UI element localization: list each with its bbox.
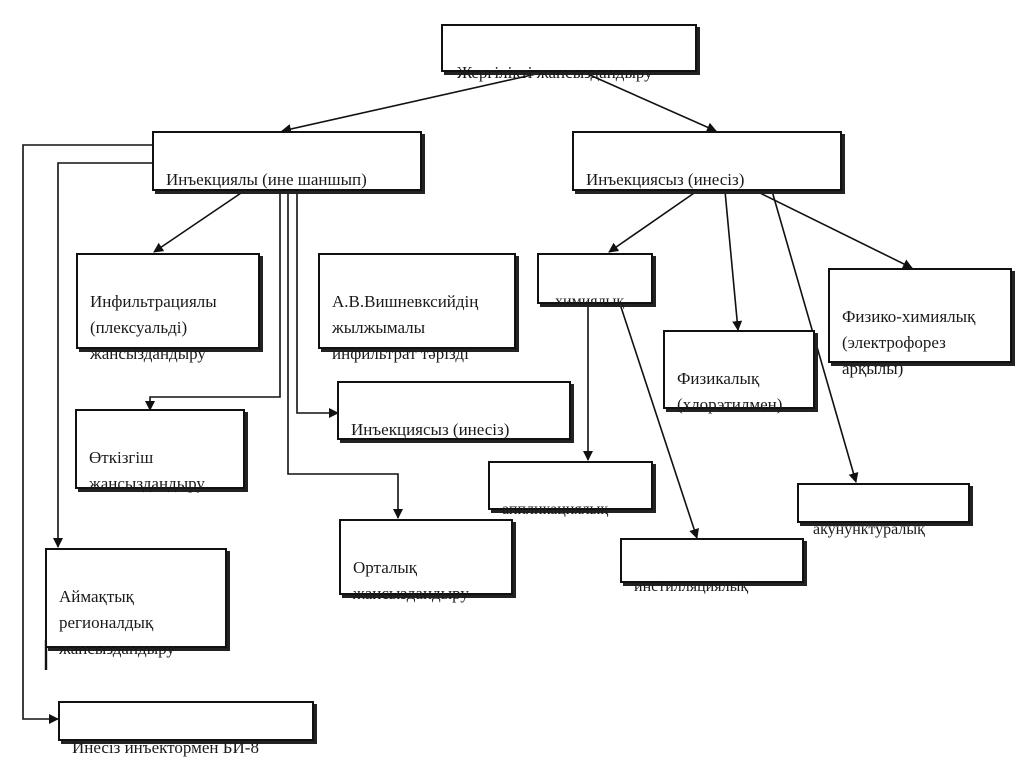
node-injection: Инъекциялы (ине шаншып)	[152, 131, 422, 191]
node-application-label: аппликациялық	[502, 501, 609, 518]
arrow-injection-to-needleless	[296, 191, 339, 418]
node-central: Орталық жансыздандыру	[339, 519, 513, 603]
arrow-non-injection-to-chemical	[608, 190, 698, 253]
node-root: Жергілікті жансыздандыру	[441, 24, 697, 82]
node-application: аппликациялық	[488, 461, 653, 518]
node-bi8-label: Инесіз инъектормен БИ-8	[72, 738, 259, 757]
node-vishnevsky-label: А.В.Вишневксийдің жылжымалы инфильтрат т…	[332, 292, 479, 363]
node-needleless: Инъекциясыз (инесіз)	[337, 381, 571, 440]
node-physchem-label: Физико-химиялық (электрофорез арқылы)	[842, 307, 976, 378]
arrow-injection-to-conductive	[145, 191, 281, 411]
node-regional-label: Аймақтық регионалдық жансыздандыру	[59, 587, 175, 658]
arrow-injection-to-infiltration	[153, 190, 245, 253]
node-non-injection: Инъекциясыз (инесіз)	[572, 131, 842, 191]
node-non-injection-label: Инъекциясыз (инесіз)	[586, 170, 745, 189]
node-central-label: Орталық жансыздандыру	[353, 558, 469, 603]
node-injection-label: Инъекциялы (ине шаншып)	[166, 170, 367, 189]
node-acupuncture-label: акунунктуралық	[813, 521, 925, 538]
node-conductive: Өткізгіш жансыздандыру	[75, 409, 245, 493]
node-conductive-label: Өткізгіш жансыздандыру	[89, 448, 205, 493]
node-instillation-label: инстилляциялық	[634, 578, 749, 595]
node-instillation: инстилляциялық	[620, 538, 804, 595]
arrow-injection-to-central	[287, 191, 403, 519]
node-chemical: химиялық	[537, 253, 653, 310]
node-root-label: Жергілікті жансыздандыру	[457, 63, 653, 82]
node-acupuncture: акунунктуралық	[797, 483, 970, 538]
arrow-root-to-non-injection	[582, 71, 717, 132]
node-vishnevsky: А.В.Вишневксийдің жылжымалы инфильтрат т…	[318, 253, 516, 363]
arrow-chemical-to-instillation	[619, 303, 699, 539]
node-regional: Аймақтық регионалдық жансыздандыру	[45, 548, 227, 658]
node-infiltration-label: Инфильтрациялы (плексуальді) жансызданды…	[90, 292, 217, 363]
arrow-non-injection-to-physchem	[755, 190, 913, 269]
node-bi8: Инесіз инъектормен БИ-8	[58, 701, 314, 757]
node-physical-label: Физикалық (хлорэтилмен)	[677, 369, 783, 414]
arrow-injection-to-bi8	[22, 144, 152, 724]
node-chemical-label: химиялық	[555, 293, 625, 310]
node-infiltration: Инфильтрациялы (плексуальді) жансызданды…	[76, 253, 260, 363]
arrow-non-injection-to-physical	[724, 190, 743, 331]
arrow-root-to-injection	[281, 71, 546, 134]
node-physical: Физикалық (хлорэтилмен)	[663, 330, 815, 414]
arrow-injection-to-regional	[53, 162, 152, 548]
node-physchem: Физико-химиялық (электрофорез арқылы)	[828, 268, 1012, 378]
node-needleless-label: Инъекциясыз (инесіз)	[351, 420, 510, 439]
